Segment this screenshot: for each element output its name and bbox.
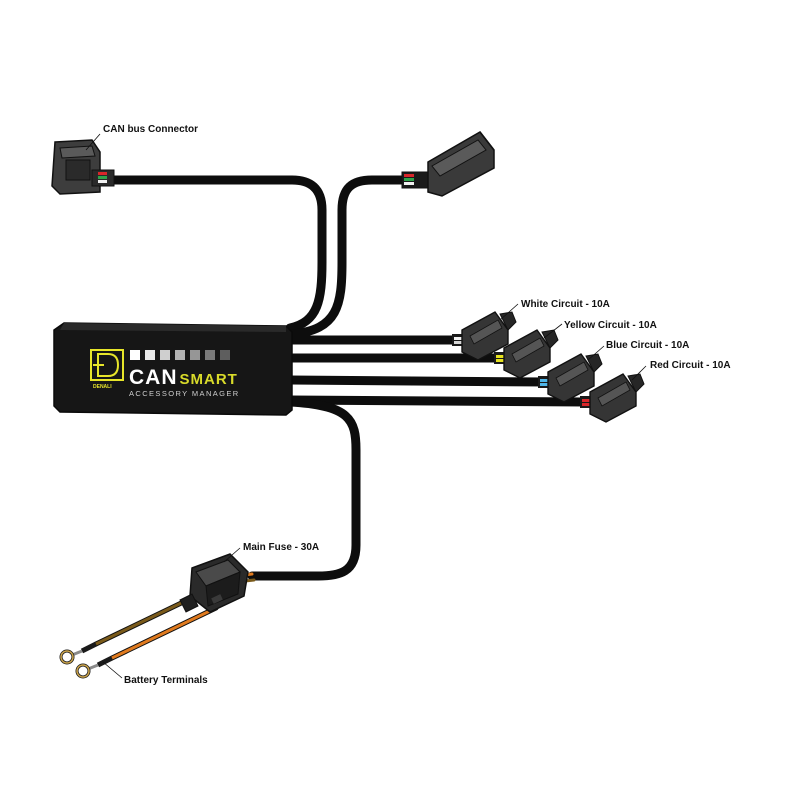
led-indicators [130, 350, 230, 360]
battery-terminal-orange [75, 655, 114, 679]
label-yellow-circuit: Yellow Circuit - 10A [564, 320, 657, 331]
battery-leads [93, 572, 256, 661]
label-main-fuse: Main Fuse - 30A [243, 542, 319, 553]
red-circuit-connector [580, 373, 645, 423]
label-red-circuit: Red Circuit - 10A [650, 360, 731, 371]
brand-subtitle: ACCESSORY MANAGER [129, 389, 240, 398]
can-bus-connector [51, 139, 115, 195]
led-6 [205, 350, 215, 360]
cable-can-bus [105, 175, 327, 333]
cables [105, 175, 590, 581]
cable-top-plug [287, 175, 415, 339]
led-5 [190, 350, 200, 360]
cable-blue-circuit [285, 375, 550, 387]
led-3 [160, 350, 170, 360]
leader-white [499, 303, 519, 321]
leader-red [631, 365, 647, 381]
white-circuit-connector [452, 311, 517, 361]
brand-name-smart: SMART [180, 371, 238, 388]
cable-power [247, 397, 361, 581]
cable-red-circuit [285, 395, 590, 407]
brand-logo-text: DENALI [93, 384, 112, 390]
leader-fuse [223, 547, 241, 563]
led-4 [175, 350, 185, 360]
brand-name-can: CAN [129, 366, 178, 389]
battery-terminal-brown [59, 641, 98, 665]
led-7 [220, 350, 230, 360]
label-blue-circuit: Blue Circuit - 10A [606, 340, 689, 351]
top-plug-connector [401, 131, 495, 197]
label-can-bus-connector: CAN bus Connector [103, 124, 198, 135]
label-white-circuit: White Circuit - 10A [521, 299, 610, 310]
leader-yellow [543, 323, 563, 339]
blue-circuit-connector [538, 353, 603, 403]
leader-can-bus [85, 133, 101, 151]
led-2 [145, 350, 155, 360]
leader-blue [587, 345, 605, 361]
leader-battery [102, 661, 123, 679]
yellow-circuit-connector [494, 329, 559, 379]
main-fuse-holder [179, 553, 249, 613]
denali-logo: DENALI [90, 349, 124, 390]
led-1 [130, 350, 140, 360]
label-battery-terminals: Battery Terminals [124, 675, 208, 686]
